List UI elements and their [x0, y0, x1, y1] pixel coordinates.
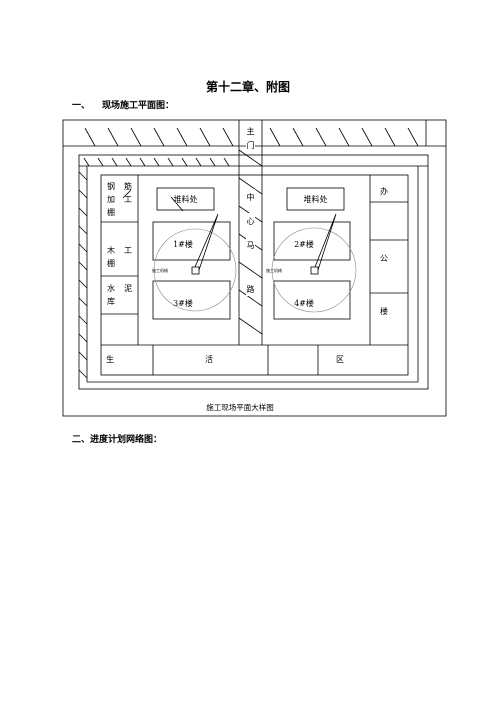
building-3-label: 3#楼	[173, 298, 193, 308]
building-1-box	[152, 221, 231, 261]
crane-left-boom	[194, 213, 219, 271]
building-2-label: 2#楼	[294, 239, 314, 249]
office-char-1: 办	[380, 186, 388, 196]
gate-char-2: 门	[247, 140, 255, 150]
stockpile-left-leader	[170, 196, 184, 212]
rebar-shed-char-3: 加	[107, 194, 115, 204]
building-4-box	[273, 280, 351, 320]
cement-store-char-1: 水	[107, 283, 115, 293]
living-char-3: 区	[336, 355, 344, 364]
carpentry-shed-char-3: 棚	[107, 258, 115, 268]
site-boundary	[78, 154, 429, 390]
rebar-shed-char-2: 筋	[124, 181, 132, 191]
building-2-box	[273, 221, 351, 261]
road-text-backgrounds	[246, 124, 255, 296]
plan-outer-frame	[62, 119, 447, 417]
stockpile-left-box	[156, 187, 215, 211]
crane-right-boom	[314, 213, 337, 271]
rebar-shed-char-1: 钢	[107, 181, 115, 191]
cement-store-char-2: 泥	[124, 284, 132, 293]
rebar-shed-char-5: 棚	[107, 207, 115, 217]
road-char-4: 路	[247, 284, 255, 294]
crane-right-base	[310, 266, 319, 275]
building-4-label: 4#楼	[294, 298, 314, 308]
office-char-2: 公	[380, 254, 388, 263]
carpentry-shed-char-1: 木	[107, 245, 115, 255]
crane-left-base	[191, 266, 200, 275]
section-2-heading: 二、进度计划网络图：	[72, 435, 163, 445]
section-1-number: 一、	[72, 101, 91, 111]
section-1-title: 现场施工平面图：	[102, 101, 175, 111]
road-char-3: 马	[247, 241, 255, 250]
office-char-3: 楼	[380, 306, 388, 316]
building-3-box	[152, 280, 231, 320]
top-hatching	[84, 127, 419, 147]
section-1-heading: 一、 现场施工平面图：	[72, 98, 174, 111]
left-hatching	[78, 171, 88, 379]
rebar-shed-char-4: 工	[124, 195, 132, 204]
road-char-2: 心	[247, 217, 255, 226]
crane-left-label: 施工机械	[152, 267, 168, 273]
chapter-title: 第十二章、附图	[205, 80, 290, 94]
building-1-label: 1#楼	[173, 239, 193, 249]
carpentry-shed-char-2: 工	[124, 246, 132, 255]
living-char-1: 生	[106, 354, 114, 364]
plan-caption: 施工现场平面大样图	[206, 402, 274, 412]
stockpile-right-label: 堆料处	[304, 194, 328, 204]
crane-right-radius	[271, 227, 357, 313]
inner-top-hatching	[83, 157, 230, 167]
stockpile-left-label: 堆料处	[174, 194, 198, 204]
crane-right-label: 施工机械	[266, 267, 282, 273]
rebar-shed-leader	[122, 189, 132, 199]
gate-char-1: 主	[247, 126, 255, 136]
road-char-1: 中	[247, 192, 255, 202]
work-area	[100, 174, 409, 376]
cement-store-char-3: 库	[107, 296, 115, 306]
crane-left-radius	[153, 228, 237, 312]
stockpile-right-box	[286, 187, 345, 211]
living-char-2: 活	[205, 354, 213, 364]
